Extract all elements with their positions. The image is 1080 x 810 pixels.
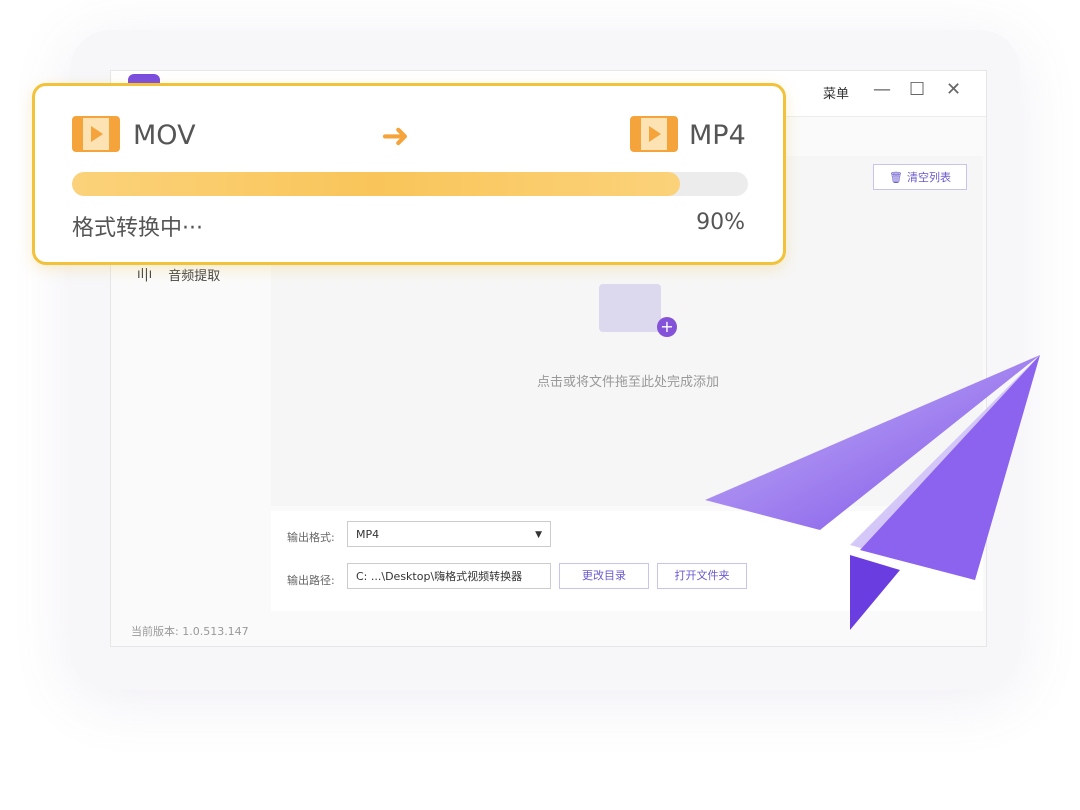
arrow-right-icon: ➜	[381, 116, 410, 156]
format-label: 输出格式:	[287, 531, 335, 544]
video-file-icon	[72, 116, 120, 152]
maximize-icon[interactable]: ☐	[909, 79, 926, 100]
progress-bar	[72, 172, 748, 196]
format-select[interactable]: MP4 ▼	[347, 521, 551, 547]
version-text: 当前版本: 1.0.513.147	[131, 625, 249, 638]
menu-button[interactable]: 菜单	[823, 87, 850, 102]
status-text: 格式转换中···	[72, 216, 203, 241]
path-label: 输出路径:	[287, 574, 335, 587]
progress-percent: 90%	[696, 210, 745, 235]
clear-list-button[interactable]: 🗑清空列表	[873, 164, 967, 190]
target-format: MP4	[689, 120, 746, 151]
conversion-progress-card: MOV ➜ MP4 格式转换中··· 90%	[32, 83, 786, 265]
close-icon[interactable]: ✕	[946, 79, 962, 100]
sidebar-item-label: 音频提取	[168, 269, 221, 284]
trash-icon: 🗑	[889, 170, 903, 184]
paper-plane-icon	[705, 355, 1040, 630]
source-format: MOV	[133, 120, 196, 151]
waveform-icon: ıl|ı	[137, 267, 153, 282]
minimize-icon[interactable]: —	[873, 79, 891, 100]
path-field[interactable]: C: ...\Desktop\嗨格式视频转换器	[347, 563, 551, 589]
video-file-icon	[630, 116, 678, 152]
format-value: MP4	[356, 528, 380, 541]
chevron-down-icon: ▼	[535, 530, 542, 540]
progress-fill	[72, 172, 681, 196]
plus-icon[interactable]: +	[657, 317, 677, 337]
change-directory-button[interactable]: 更改目录	[559, 563, 649, 589]
folder-icon[interactable]	[599, 284, 661, 332]
drop-hint: 点击或将文件拖至此处完成添加	[537, 375, 720, 390]
open-folder-button[interactable]: 打开文件夹	[657, 563, 747, 589]
clear-list-label: 清空列表	[906, 171, 951, 184]
sidebar-item-audio-extract[interactable]: ıl|ı 音频提取	[137, 265, 220, 284]
